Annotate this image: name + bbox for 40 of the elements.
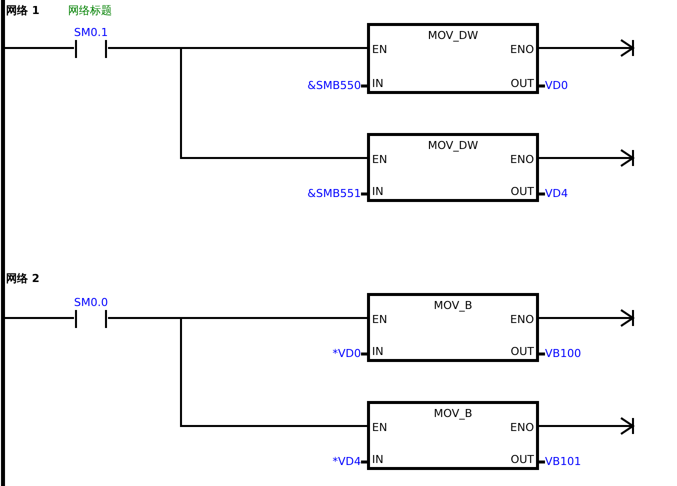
pin-label: EN <box>372 421 388 434</box>
operand-label: SM0.1 <box>73 26 109 39</box>
instruction-name: MOV_DW <box>426 139 480 152</box>
operand-label: SM0.0 <box>73 296 109 309</box>
power-rail <box>1 0 5 486</box>
rung-line <box>108 317 367 427</box>
rung-line <box>5 47 74 49</box>
pin-label: ENO <box>510 43 534 56</box>
pin-label: OUT <box>510 185 534 198</box>
instruction-name: MOV_B <box>432 407 474 420</box>
pin-label: EN <box>372 313 388 326</box>
pin-label: OUT <box>510 345 534 358</box>
pin-label: IN <box>372 345 384 358</box>
operand-label: &SMB551 <box>307 187 361 200</box>
network-title: 网络标题 <box>68 4 112 17</box>
pin-label: ENO <box>510 421 534 434</box>
instruction-box <box>367 23 539 94</box>
instruction-box <box>367 401 539 470</box>
pin-label: ENO <box>510 313 534 326</box>
instruction-box <box>367 133 539 202</box>
operand-label: VB100 <box>545 347 582 360</box>
operand-label: *VD4 <box>332 455 361 468</box>
pin-label: OUT <box>510 453 534 466</box>
pin-label: IN <box>372 185 384 198</box>
pin-label: EN <box>372 43 388 56</box>
operand-label: VD0 <box>545 79 568 92</box>
operand-label: &SMB550 <box>307 79 361 92</box>
pin-label: OUT <box>510 77 534 90</box>
instruction-name: MOV_DW <box>426 29 480 42</box>
operand-label: *VD0 <box>332 347 361 360</box>
pin-label: IN <box>372 77 384 90</box>
operand-label: VD4 <box>545 187 568 200</box>
rung-line <box>108 47 367 159</box>
pin-label: ENO <box>510 153 534 166</box>
pin-label: IN <box>372 453 384 466</box>
pin-label: EN <box>372 153 388 166</box>
operand-label: VB101 <box>545 455 582 468</box>
instruction-box <box>367 293 539 362</box>
instruction-name: MOV_B <box>432 299 474 312</box>
rung-line <box>5 317 74 319</box>
